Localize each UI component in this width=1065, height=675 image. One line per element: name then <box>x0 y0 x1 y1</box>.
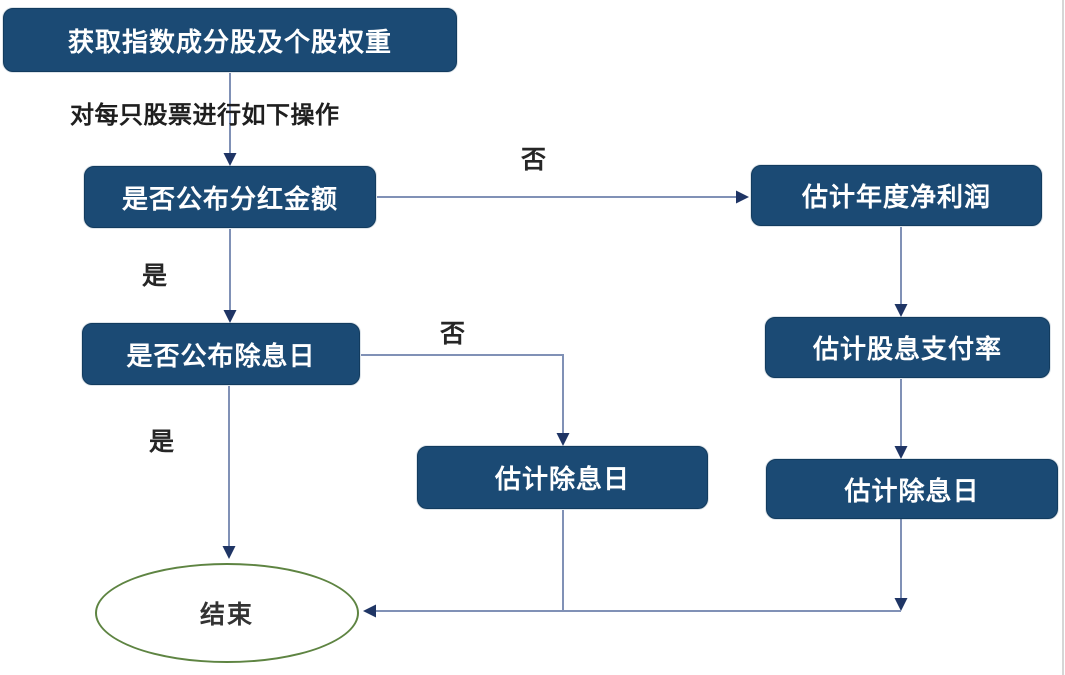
edge-payout-to-estimate-exdate-right <box>894 379 908 459</box>
label-no-branch-2: 否 <box>440 320 466 348</box>
edge-exdate-right-down <box>894 519 908 611</box>
page-edge-right <box>1062 0 1064 675</box>
node-estimate-annual-net-profit: 估计年度净利润 <box>751 165 1042 226</box>
edge-profit-to-payout <box>894 227 908 317</box>
edge-start-to-dividend-decision <box>223 73 237 166</box>
node-estimate-ex-dividend-date-mid: 估计除息日 <box>417 446 708 509</box>
arrow-down-icon <box>894 304 908 317</box>
node-estimate-ex-dividend-date-right: 估计除息日 <box>766 459 1058 519</box>
edge-no-to-estimate-profit <box>377 190 749 204</box>
arrow-down-icon <box>222 546 236 559</box>
node-start-get-index-constituents: 获取指数成分股及个股权重 <box>3 8 457 72</box>
arrow-right-icon <box>736 190 749 204</box>
arrow-down-icon <box>223 310 237 323</box>
label-yes-branch-1: 是 <box>142 262 168 290</box>
arrow-down-icon <box>894 446 908 459</box>
arrow-down-icon <box>223 153 237 166</box>
loop-note-label: 对每只股票进行如下操作 <box>70 102 340 129</box>
node-decision-ex-dividend-date: 是否公布除息日 <box>82 323 360 385</box>
edge-no-to-estimate-exdate-mid <box>361 354 570 446</box>
edge-line <box>361 354 564 433</box>
arrow-down-icon <box>556 433 570 446</box>
arrow-left-icon <box>363 604 376 618</box>
edge-yes-to-end <box>222 386 236 559</box>
edge-rail-to-end <box>363 604 901 618</box>
edge-yes-to-exdate-decision <box>223 229 237 323</box>
node-estimate-dividend-payout-ratio: 估计股息支付率 <box>765 317 1050 378</box>
node-decision-dividend-amount: 是否公布分红金额 <box>84 166 376 228</box>
arrow-down-icon <box>894 598 908 611</box>
label-no-branch-1: 否 <box>521 146 547 174</box>
node-end-terminator: 结束 <box>95 563 359 663</box>
label-yes-branch-2: 是 <box>149 428 175 456</box>
